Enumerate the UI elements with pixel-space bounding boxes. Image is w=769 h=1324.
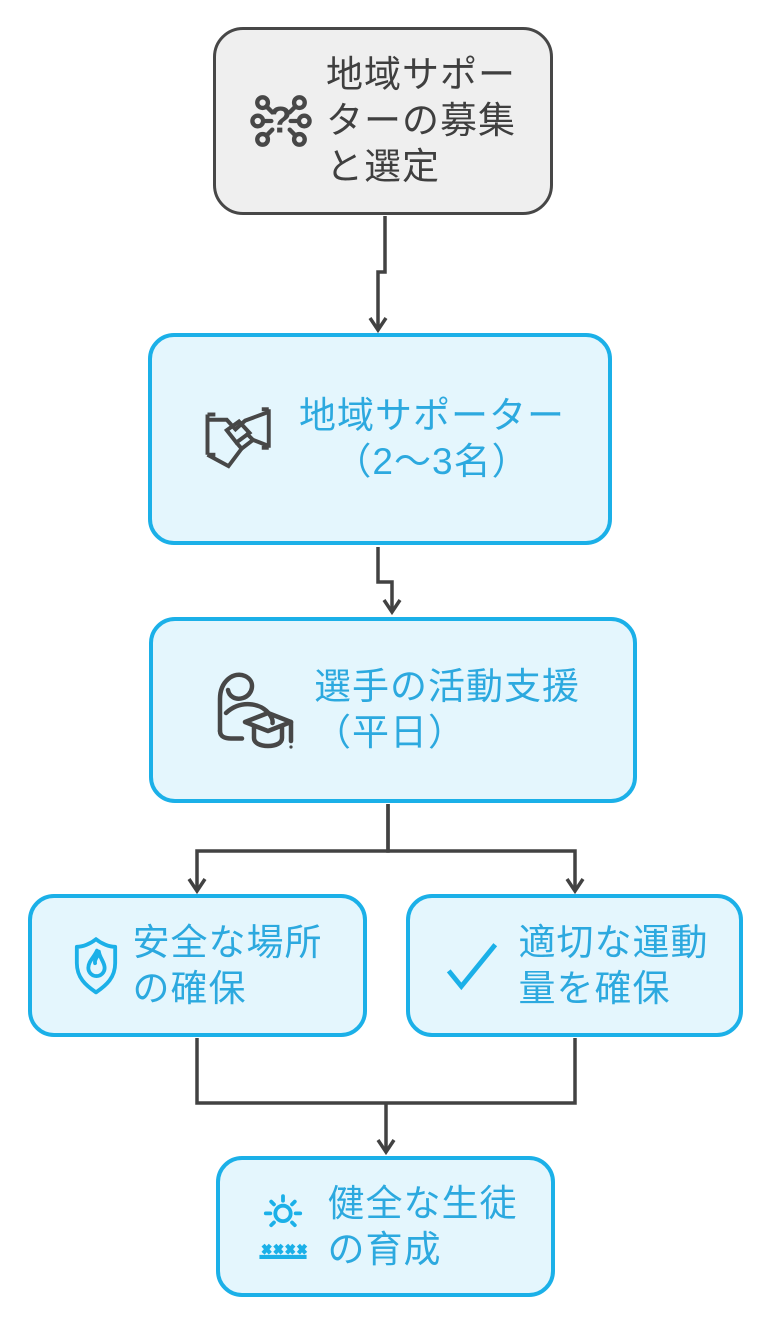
node-label-line: 選手の活動支援 <box>314 666 580 707</box>
node-label-line: と選定 <box>326 146 440 187</box>
node-label-line: （平日） <box>314 712 466 753</box>
node-label: 地域サポー ターの募集 と選定 <box>326 52 516 190</box>
node-label-line: 地域サポー <box>326 54 516 95</box>
node-label-line: 地域サポーター <box>299 395 565 436</box>
node-label: 適切な運動 量を確保 <box>519 920 709 1012</box>
shield-flame-icon <box>74 936 117 994</box>
node-label: 地域サポーター （2〜3名） <box>299 393 565 485</box>
checkmark-icon <box>446 942 497 990</box>
node-label: 安全な場所 の確保 <box>133 920 323 1012</box>
node-recruit-selection: ? 地域サポー ターの募集 と選定 <box>213 27 553 215</box>
node-label: 健全な生徒 の育成 <box>328 1181 518 1273</box>
sun-grass-icon <box>258 1193 307 1259</box>
node-student-growth: 健全な生徒 の育成 <box>216 1156 555 1297</box>
node-label: 選手の活動支援 （平日） <box>314 664 580 756</box>
node-label-line: 量を確保 <box>518 967 671 1009</box>
flexed-arm-graduation-icon <box>217 672 294 749</box>
node-label-line: の育成 <box>327 1228 442 1270</box>
node-label-line: 健全な生徒 <box>327 1182 518 1224</box>
node-label-line: 安全な場所 <box>132 921 323 963</box>
handshake-icon <box>205 407 271 469</box>
node-safe-place: 安全な場所 の確保 <box>28 894 367 1037</box>
edge-safe-place-to-growth <box>195 1038 386 1105</box>
node-label-line: の確保 <box>132 967 247 1009</box>
edge-activity-to-safe-place <box>187 804 390 895</box>
edge-supporters-to-activity <box>376 547 402 616</box>
edge-exercise-to-growth <box>386 1038 577 1105</box>
node-label-line: 適切な運動 <box>518 921 709 963</box>
node-activity-support: 選手の活動支援 （平日） <box>149 617 637 803</box>
node-label-line: （2〜3名） <box>334 441 530 482</box>
node-supporters: 地域サポーター （2〜3名） <box>148 333 612 545</box>
edge-recruit-to-supporters <box>368 216 388 334</box>
node-label-line: ターの募集 <box>326 100 516 141</box>
node-exercise-amount: 適切な運動 量を確保 <box>406 894 743 1037</box>
edge-activity-to-exercise <box>386 804 585 895</box>
svg-text:?: ? <box>269 100 292 141</box>
network-question-icon: ? <box>250 95 312 147</box>
